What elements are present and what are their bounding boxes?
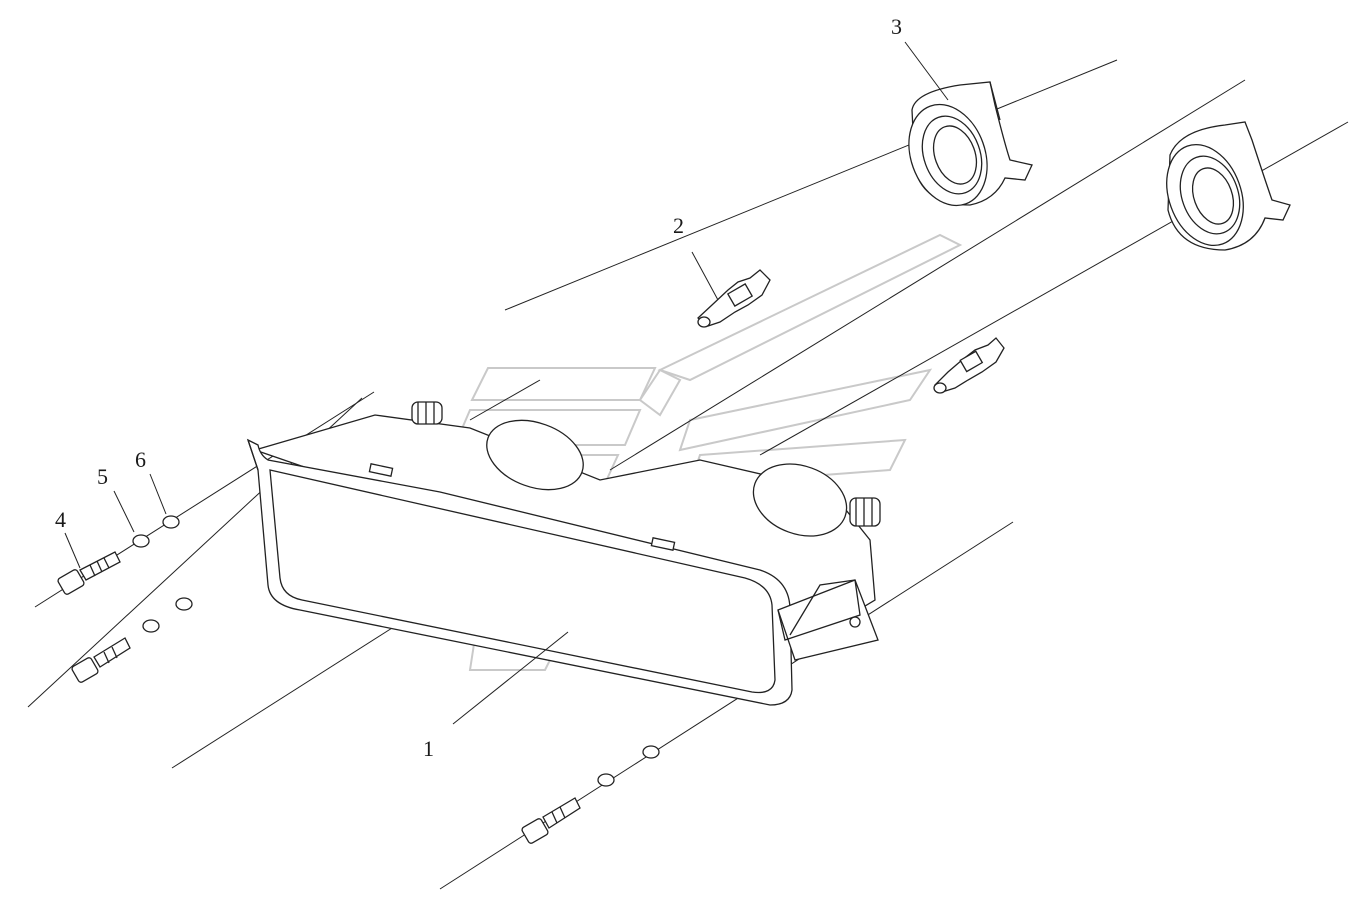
adjuster-knob-left	[411, 401, 443, 425]
bolt-set-middle	[71, 597, 193, 683]
halogen-bulb-upper	[697, 269, 771, 328]
adjuster-knob-right	[849, 497, 881, 527]
callout-2: 2	[673, 213, 684, 238]
bulb-retaining-ring-lower	[1166, 121, 1291, 251]
washer-5	[132, 534, 150, 548]
washer-6	[162, 515, 180, 529]
headlamp-housing	[246, 401, 881, 706]
callout-1: 1	[423, 736, 434, 761]
mounting-bracket	[777, 579, 879, 661]
callout-5: 5	[97, 464, 108, 489]
bolt-set-lower	[521, 745, 660, 844]
bolt-set-upper	[57, 515, 180, 595]
bulb-retaining-ring-upper	[908, 81, 1033, 207]
bolt-4	[57, 551, 121, 595]
halogen-bulb-lower	[933, 337, 1005, 394]
callout-6: 6	[135, 447, 146, 472]
leader-lines	[64, 41, 949, 725]
callout-3: 3	[891, 14, 902, 39]
callout-4: 4	[55, 507, 66, 532]
